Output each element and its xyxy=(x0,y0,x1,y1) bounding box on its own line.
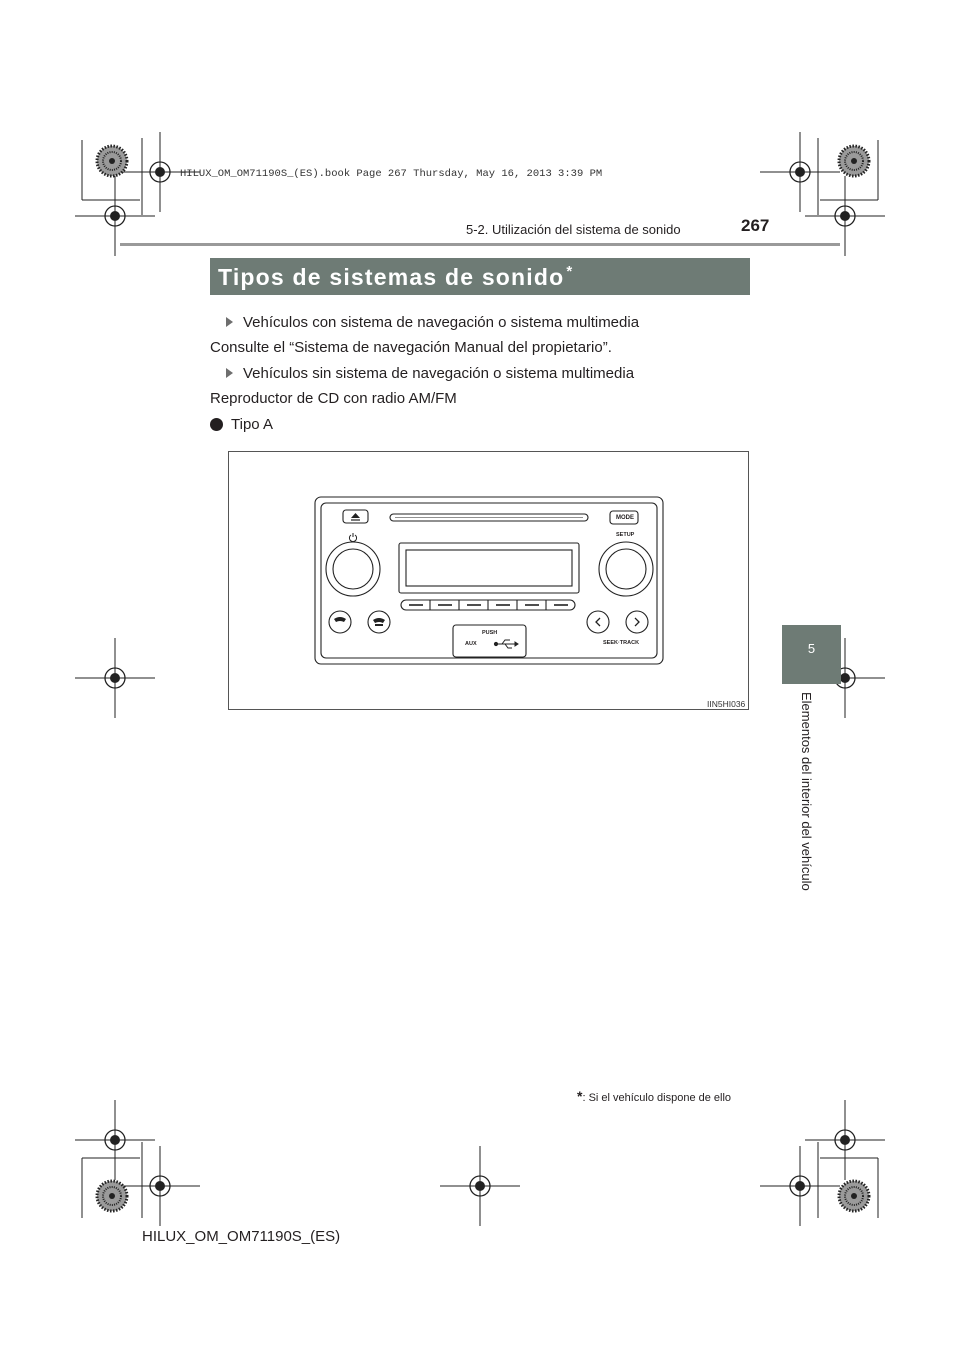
seek-forward-icon xyxy=(634,617,640,627)
footnote: *: Si el vehículo dispone de ello xyxy=(577,1088,731,1104)
phone-pickup-icon xyxy=(334,617,346,622)
footer-code: HILUX_OM_OM71190S_(ES) xyxy=(142,1228,341,1245)
body-paragraph: Reproductor de CD con radio AM/FM xyxy=(210,390,457,407)
item-heading: Vehículos con sistema de navegación o si… xyxy=(243,314,640,331)
chapter-label: Elementos del interior del vehículo xyxy=(799,692,814,891)
seek-back-icon xyxy=(595,617,601,627)
list-item: Tipo A xyxy=(210,416,273,433)
file-info: HILUX_OM_OM71190S_(ES).book Page 267 Thu… xyxy=(180,168,603,180)
title-bar xyxy=(210,258,750,295)
page-title: Tipos de sistemas de sonido* xyxy=(218,263,574,291)
footnote-text: : Si el vehículo dispone de ello xyxy=(582,1092,732,1104)
chapter-number: 5 xyxy=(807,641,816,656)
triangle-bullet-icon xyxy=(226,368,233,379)
setup-label: SETUP xyxy=(616,532,635,538)
item-heading: Vehículos sin sistema de navegación o si… xyxy=(243,365,635,382)
power-icon xyxy=(348,533,358,543)
page-title-text: Tipos de sistemas de sonido xyxy=(218,264,565,290)
push-label: PUSH xyxy=(482,630,498,636)
triangle-bullet-icon xyxy=(226,317,233,328)
mode-button-label: MODE xyxy=(616,515,634,521)
title-asterisk: * xyxy=(566,263,574,280)
header-rule xyxy=(120,243,840,246)
usb-icon xyxy=(493,639,519,649)
body-paragraph: Consulte el “Sistema de navegación Manua… xyxy=(210,339,612,356)
footnote-asterisk: * xyxy=(577,1088,583,1104)
cd-player-illustration xyxy=(314,496,664,665)
type-label: Tipo A xyxy=(231,416,273,433)
chapter-tab xyxy=(782,625,841,684)
aux-label: AUX xyxy=(465,641,477,647)
circle-bullet-icon xyxy=(210,417,223,431)
phone-hangup-icon xyxy=(373,618,385,626)
section-heading: 5-2. Utilización del sistema de sonido xyxy=(466,222,681,237)
list-item: Vehículos sin sistema de navegación o si… xyxy=(226,365,634,382)
figure-code: IIN5HI036 xyxy=(707,699,746,709)
audio-unit-figure: MODE SETUP PUSH AUX SEEK·TRACK xyxy=(228,451,749,710)
list-item: Vehículos con sistema de navegación o si… xyxy=(226,314,639,331)
page-number: 267 xyxy=(741,216,770,235)
seek-track-label: SEEK·TRACK xyxy=(603,640,640,646)
eject-icon xyxy=(351,513,360,521)
